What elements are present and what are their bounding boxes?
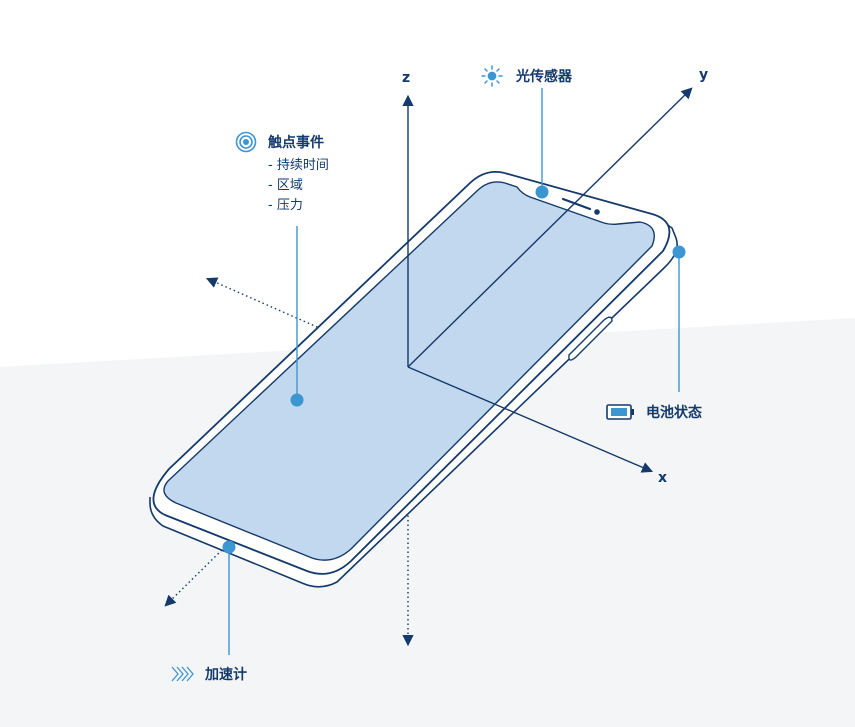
speaker-grille — [561, 197, 592, 211]
axis-label-y: y — [699, 67, 708, 83]
floor-plane — [0, 318, 855, 727]
y-axis — [407, 87, 693, 368]
x-axis — [407, 366, 654, 473]
axis-label-z: z — [402, 70, 410, 86]
light-sensor-label: 光传感器 — [515, 68, 573, 85]
phone-screen — [163, 181, 655, 561]
touch-detail-pressure: - 压力 — [268, 198, 303, 213]
touch-event-label: 触点事件 — [267, 134, 324, 151]
phone — [149, 171, 678, 588]
touch-target-icon — [235, 131, 257, 153]
touch-detail-duration: - 持续时间 — [268, 158, 329, 173]
sun-icon — [481, 65, 503, 87]
touch-detail-area: - 区域 — [268, 178, 303, 193]
chevrons-right-icon — [171, 666, 194, 682]
accelerometer-dot — [222, 540, 236, 554]
front-camera — [594, 209, 600, 215]
axis-label-x: x — [658, 470, 667, 486]
battery-icon — [606, 404, 634, 420]
light-sensor-dot — [535, 185, 549, 199]
accelerometer-label: 加速计 — [204, 666, 247, 683]
side-button — [568, 316, 613, 361]
touch-event-dot — [290, 393, 304, 407]
battery-label: 电池状态 — [646, 404, 702, 421]
battery-dot — [672, 245, 686, 259]
